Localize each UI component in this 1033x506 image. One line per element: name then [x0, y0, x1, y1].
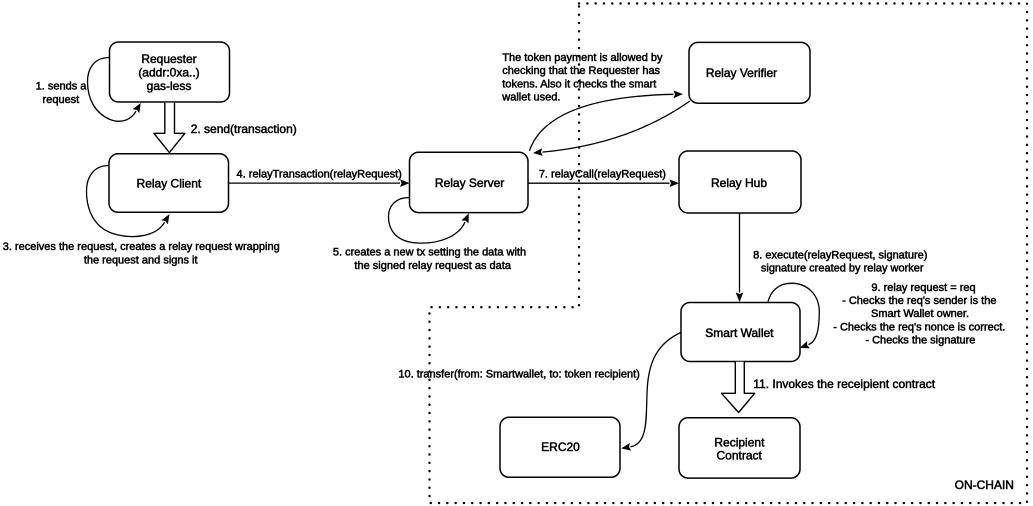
- svg-text:4. relayTransaction(relayReque: 4. relayTransaction(relayRequest): [237, 168, 402, 180]
- svg-text:- Checks the req's nonce is co: - Checks the req's nonce is correct.: [833, 321, 1005, 333]
- svg-text:checking that the Requester ha: checking that the Requester has: [502, 65, 660, 77]
- svg-text:Relay Hub: Relay Hub: [711, 176, 767, 190]
- svg-text:2. send(transaction): 2. send(transaction): [191, 122, 297, 136]
- svg-text:(addr:0xa..): (addr:0xa..): [138, 65, 199, 79]
- svg-text:the signed relay request as da: the signed relay request as data: [354, 260, 511, 272]
- svg-text:ON-CHAIN: ON-CHAIN: [955, 478, 1014, 492]
- svg-text:wallet used.: wallet used.: [501, 92, 560, 104]
- svg-text:request: request: [43, 94, 80, 106]
- svg-text:8. execute(relayRequest, signa: 8. execute(relayRequest, signature): [753, 249, 927, 261]
- svg-text:Recipient: Recipient: [714, 435, 765, 449]
- svg-text:Contract: Contract: [717, 449, 763, 463]
- svg-text:Requester: Requester: [141, 52, 196, 66]
- svg-text:Relay Server: Relay Server: [435, 176, 504, 190]
- svg-text:signature created by relay wor: signature created by relay worker: [761, 263, 924, 275]
- svg-text:11. Invokes the receipient con: 11. Invokes the receipient contract: [753, 377, 936, 391]
- svg-text:Smart Wallet owner.: Smart Wallet owner.: [871, 308, 969, 320]
- svg-text:- Checks the req's sender is t: - Checks the req's sender is the: [842, 295, 996, 307]
- svg-text:the request and signs it: the request and signs it: [84, 254, 198, 266]
- svg-text:ERC20: ERC20: [541, 440, 580, 454]
- svg-text:9. relay request = req: 9. relay request = req: [871, 282, 975, 294]
- svg-text:1. sends a: 1. sends a: [36, 81, 88, 93]
- svg-text:10. transfer(from: Smartwallet: 10. transfer(from: Smartwallet, to: toke…: [398, 369, 639, 381]
- svg-text:3. receives the request, creat: 3. receives the request, creates a relay…: [3, 241, 280, 253]
- svg-text:Smart Wallet: Smart Wallet: [705, 326, 774, 340]
- svg-text:7. relayCall(relayRequest): 7. relayCall(relayRequest): [539, 168, 666, 180]
- svg-text:5. creates a new tx setting th: 5. creates a new tx setting the data wit…: [333, 247, 526, 259]
- svg-text:gas-less: gas-less: [147, 79, 192, 93]
- svg-text:Relay Client: Relay Client: [137, 177, 202, 191]
- svg-text:Relay Verifier: Relay Verifier: [706, 66, 777, 80]
- svg-text:- Checks the signature: - Checks the signature: [865, 335, 975, 347]
- svg-text:The token payment is allowed b: The token payment is allowed by: [502, 52, 663, 64]
- svg-text:tokens. Also it checks the sma: tokens. Also it checks the smart: [502, 78, 656, 90]
